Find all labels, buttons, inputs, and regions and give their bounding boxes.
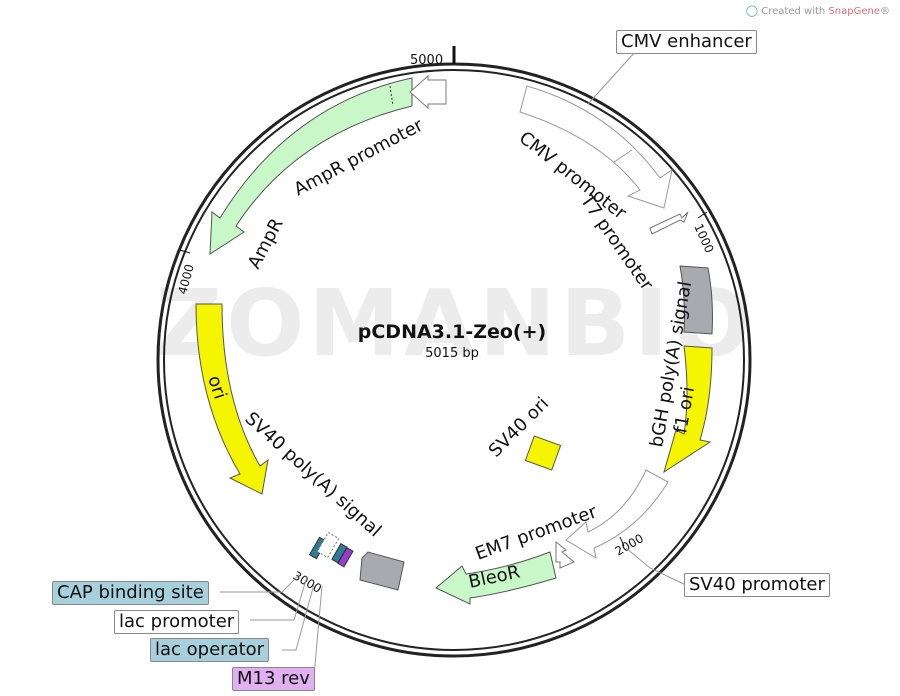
- credit-reg: ®: [880, 6, 890, 17]
- m13-rev-callout[interactable]: M13 rev: [232, 667, 315, 691]
- ori-arrow[interactable]: [195, 303, 269, 495]
- watermark: ZOMANBIO: [155, 270, 754, 377]
- ampr-promoter-divider: [389, 85, 394, 107]
- plasmid-size: 5015 bp: [425, 346, 479, 361]
- credit-prefix: Created with: [761, 6, 829, 17]
- credit-brand: SnapGene: [828, 6, 880, 17]
- cmv-enhancer-leader: [587, 51, 636, 105]
- cmv-divider: [613, 149, 633, 163]
- lac-operator-callout[interactable]: lac operator: [150, 638, 270, 662]
- f1-ori-arrow[interactable]: [663, 345, 713, 474]
- tick-mark-4000: [179, 249, 191, 254]
- ampr-label: AmpR: [244, 215, 288, 272]
- cap-binding-site-callout[interactable]: CAP binding site: [52, 581, 209, 605]
- tick-1000: 1000: [691, 222, 716, 256]
- plasmid-name: pCDNA3.1-Zeo(+): [358, 321, 546, 343]
- cmv-enhancer-callout[interactable]: CMV enhancer: [616, 30, 757, 54]
- t7-promoter-arrow[interactable]: [649, 211, 689, 235]
- em7-promoter-arrow[interactable]: [555, 540, 575, 569]
- m13-rev-feature[interactable]: [337, 547, 354, 568]
- lac-promoter-leader: [250, 579, 307, 621]
- backbone-inner: [163, 69, 745, 651]
- tick-5000: 5000: [410, 53, 443, 68]
- sv40-ori-feature[interactable]: [524, 435, 562, 471]
- bleor-arrow[interactable]: [435, 551, 557, 605]
- snapgene-logo-icon: ◯: [745, 4, 759, 17]
- sv40-promoter-callout[interactable]: SV40 promoter: [684, 573, 830, 597]
- sv40-polya-feature[interactable]: [359, 551, 405, 591]
- sv40-promoter-leader: [625, 547, 689, 587]
- cmv-promoter-arrow[interactable]: [519, 85, 673, 209]
- tick-mark-2000: [619, 536, 625, 547]
- snapgene-credit: ◯ Created with SnapGene®: [746, 4, 890, 17]
- tick-3000: 3000: [291, 568, 324, 595]
- ampr-promoter-arrow[interactable]: [409, 74, 447, 110]
- tick-mark-1000: [697, 211, 708, 219]
- m13-rev-leader: [313, 585, 323, 677]
- cap-site-leader: [220, 575, 299, 593]
- sv40-promoter-arrow[interactable]: [565, 469, 669, 560]
- bgh-polya-feature[interactable]: [679, 265, 713, 335]
- lac-operator-leader: [282, 583, 315, 651]
- ampr-arrow[interactable]: [209, 77, 413, 255]
- lac-promoter-callout[interactable]: lac promoter: [114, 610, 240, 634]
- lac-promoter-feature[interactable]: [316, 531, 340, 559]
